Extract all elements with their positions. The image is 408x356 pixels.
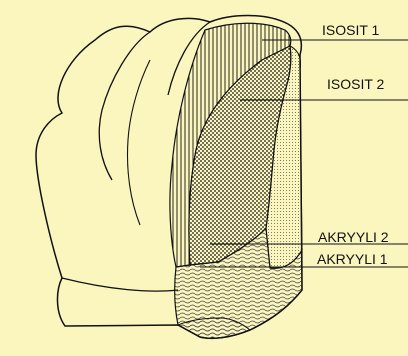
label-akryyli-2: AKRYYLI 2 <box>318 229 389 245</box>
label-isosit-1: ISOSIT 1 <box>322 22 379 38</box>
label-isosit-2: ISOSIT 2 <box>327 76 384 92</box>
label-akryyli-1: AKRYYLI 1 <box>317 251 388 267</box>
